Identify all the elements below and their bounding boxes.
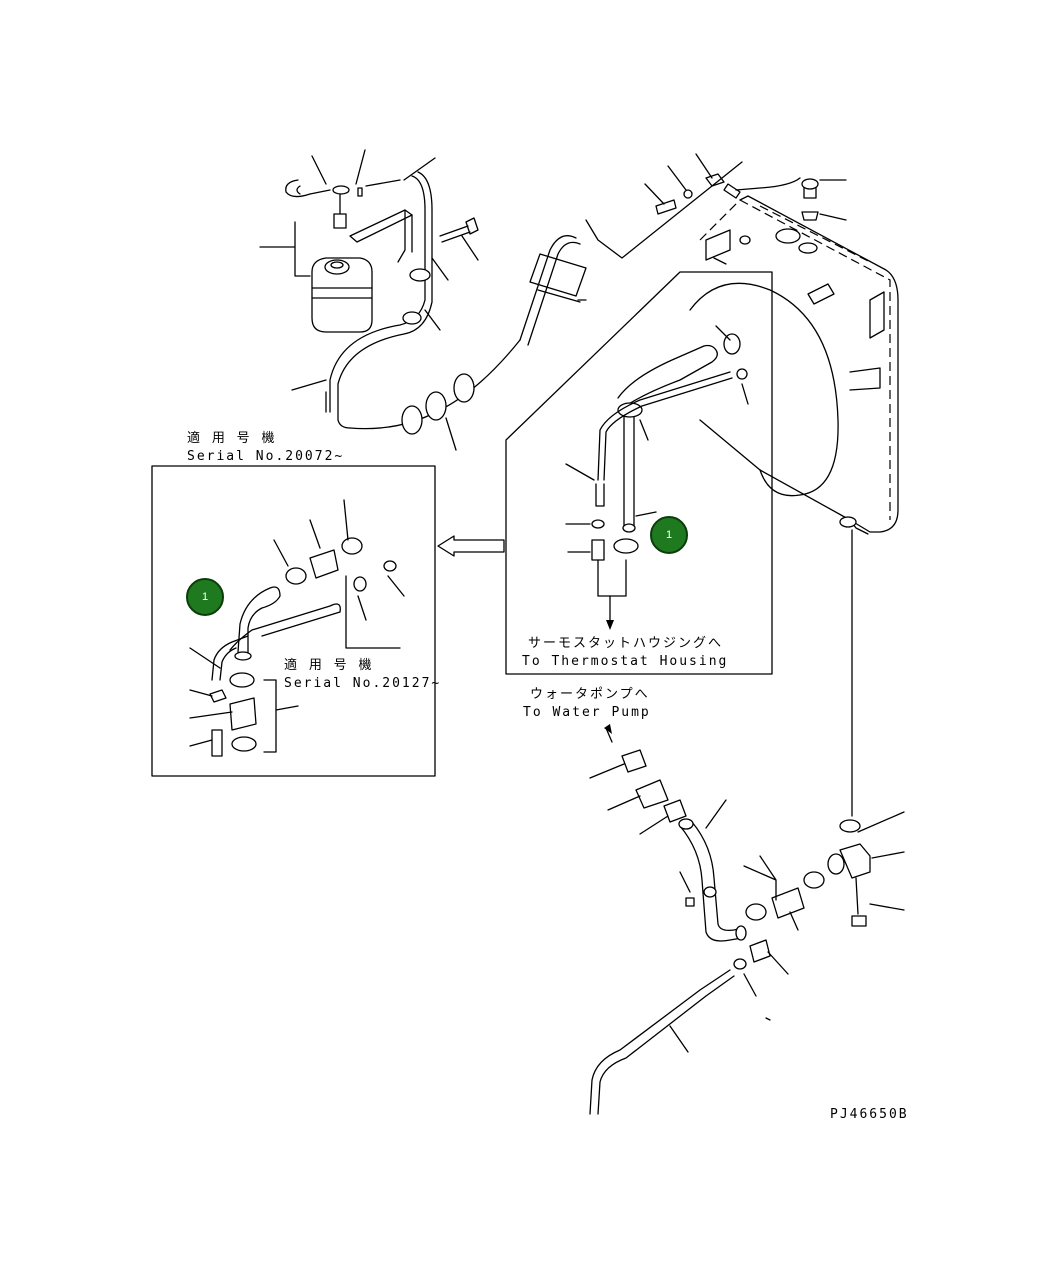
water-pump-pipe <box>679 825 743 942</box>
water-pump-group <box>589 529 905 1115</box>
water-pump-callout-en: To Water Pump <box>523 705 651 720</box>
inset-serial-label: Serial No.20072~ <box>187 449 345 464</box>
radiator-frame <box>739 195 899 533</box>
inset-box <box>151 465 505 777</box>
thermostat-callout-jp: サーモスタットハウジングへ <box>528 636 724 651</box>
fan-shroud <box>689 282 839 497</box>
drain-tube <box>589 969 731 1115</box>
hose-clamp <box>409 268 431 282</box>
radiator-cap <box>775 228 801 244</box>
inset-coupling <box>309 549 339 579</box>
inset-secondary-serial-label: Serial No.20127~ <box>284 676 442 691</box>
inset-arrow <box>437 535 505 557</box>
reserve-tank-group <box>259 149 743 451</box>
upper-water-hose <box>617 344 718 411</box>
overflow-hose <box>285 179 331 198</box>
thermostat-tube <box>597 371 731 481</box>
thermostat-frame <box>505 271 773 675</box>
pump-fitting <box>621 749 647 773</box>
drawing-code: PJ46650B <box>830 1107 909 1122</box>
thermostat-callout-en: To Thermostat Housing <box>522 654 729 669</box>
mounting-bolt <box>439 217 479 243</box>
hose-clamp <box>617 402 643 418</box>
inset-secondary-applicable-label: 適 用 号 機 <box>284 658 374 673</box>
marker-badge[interactable]: 1 <box>186 578 224 616</box>
reserve-tank <box>311 257 373 333</box>
inset-applicable-label: 適 用 号 機 <box>187 431 277 446</box>
inset-hose <box>237 586 281 655</box>
radiator-assembly <box>644 153 899 535</box>
marker-badge[interactable]: 1 <box>650 516 688 554</box>
water-pump-callout-jp: ウォータポンプへ <box>530 687 650 702</box>
pump-elbow <box>839 843 871 879</box>
